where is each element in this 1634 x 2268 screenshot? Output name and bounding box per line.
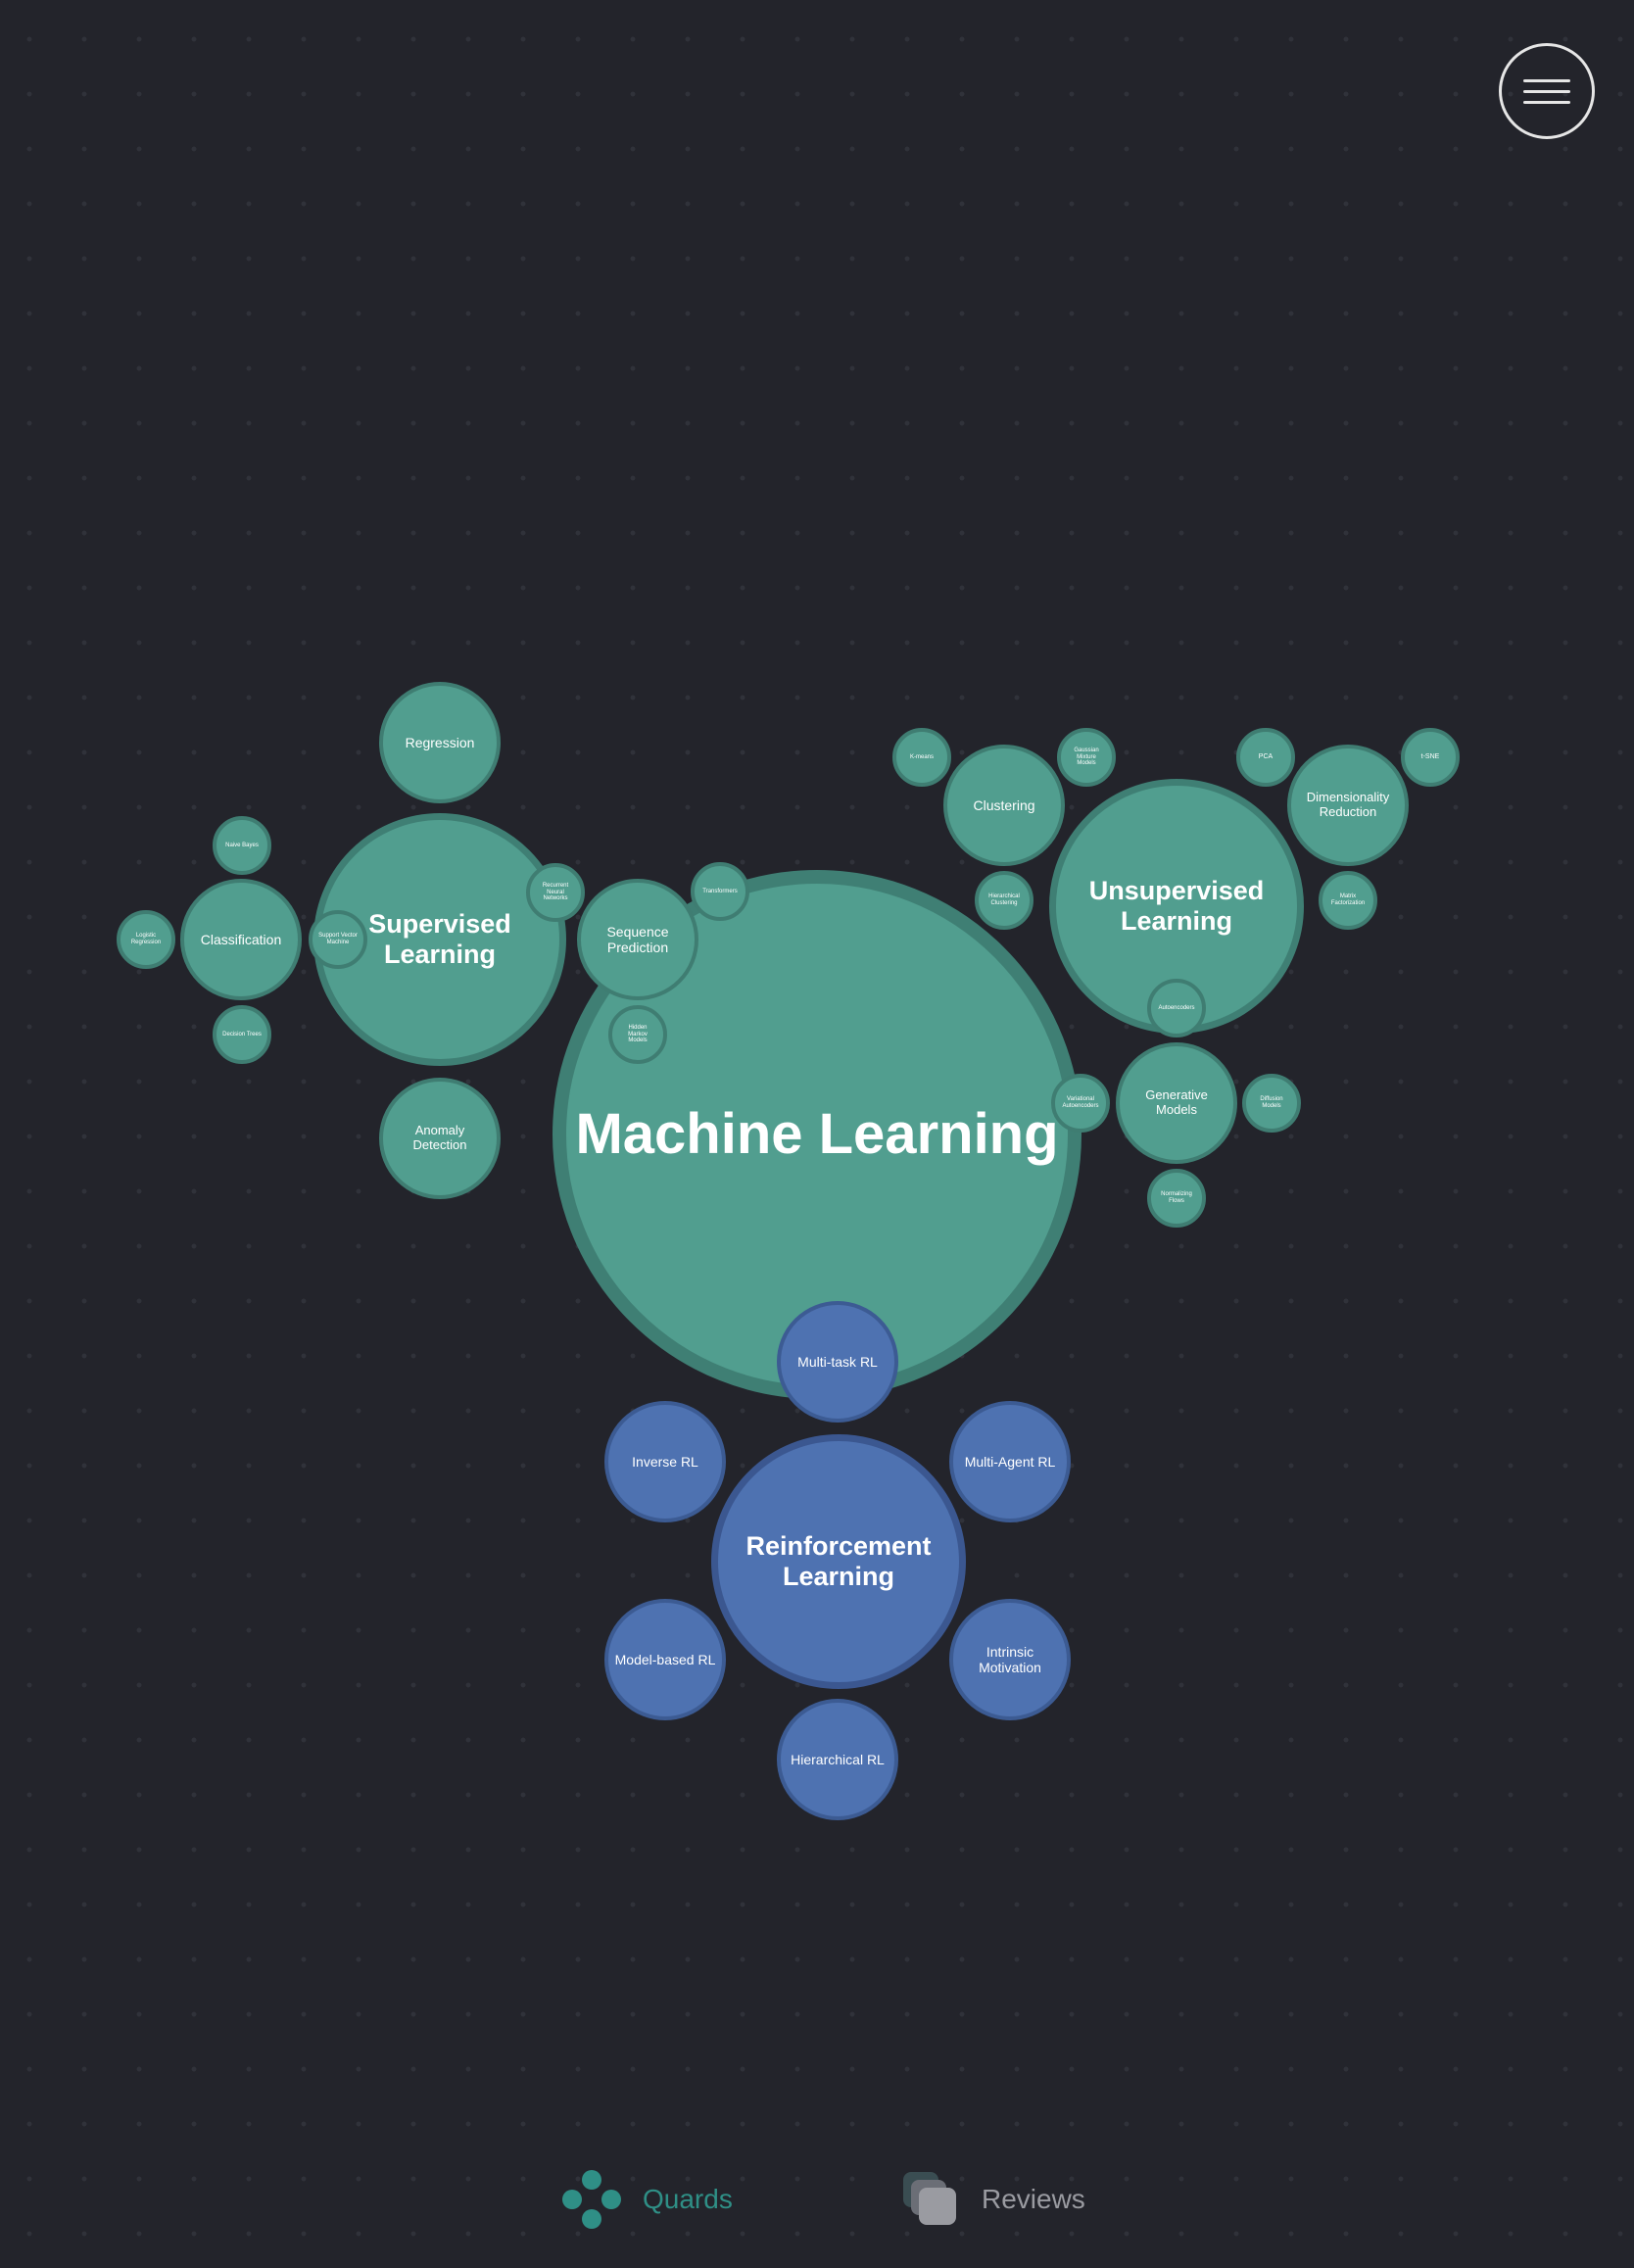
tab-quards[interactable]: Quards (560, 2168, 733, 2231)
node-gaussian-mixture-models[interactable]: Gaussian Mixture Models (1057, 728, 1116, 787)
node-dimensionality-reduction[interactable]: Dimensionality Reduction (1287, 745, 1409, 866)
node-classification[interactable]: Classification (180, 879, 302, 1000)
stacked-cards-icon (903, 2172, 956, 2225)
node-pca[interactable]: PCA (1236, 728, 1295, 787)
node-multi-task-rl[interactable]: Multi-task RL (777, 1301, 898, 1423)
node-clustering[interactable]: Clustering (943, 745, 1065, 866)
node-logistic-regression[interactable]: Logistic Regression (117, 910, 175, 969)
menu-bar (1523, 100, 1570, 104)
menu-bar (1523, 89, 1570, 93)
node-label: Machine Learning (575, 1101, 1059, 1166)
node-recurrent-neural-networks[interactable]: Recurrent Neural Networks (526, 863, 585, 922)
bottom-tab-bar: Quards Reviews (0, 2160, 1634, 2239)
node-k-means[interactable]: K-means (892, 728, 951, 787)
node-autoencoders[interactable]: Autoencoders (1147, 979, 1206, 1037)
node-inverse-rl[interactable]: Inverse RL (604, 1401, 726, 1522)
node-hierarchical-clustering[interactable]: Hierarchical Clustering (975, 871, 1033, 930)
node-reinforcement-learning[interactable]: Reinforcement Learning (711, 1434, 966, 1689)
menu-bar (1523, 78, 1570, 82)
node-variational-autoencoders[interactable]: Variational Autoencoders (1051, 1074, 1110, 1133)
node-multi-agent-rl[interactable]: Multi-Agent RL (949, 1401, 1071, 1522)
node-hidden-markov-models[interactable]: Hidden Markov Models (608, 1005, 667, 1064)
tab-label: Reviews (982, 2184, 1085, 2214)
node-anomaly-detection[interactable]: Anomaly Detection (379, 1078, 501, 1199)
node-t-sne[interactable]: t-SNE (1401, 728, 1460, 787)
node-sequence-prediction[interactable]: Sequence Prediction (577, 879, 698, 1000)
node-model-based-rl[interactable]: Model-based RL (604, 1599, 726, 1720)
node-regression[interactable]: Regression (379, 682, 501, 803)
hamburger-menu-icon[interactable] (1499, 43, 1595, 139)
node-generative-models[interactable]: Generative Models (1116, 1042, 1237, 1164)
node-matrix-factorization[interactable]: Matrix Factorization (1319, 871, 1377, 930)
node-decision-trees[interactable]: Decision Trees (213, 1005, 271, 1064)
node-label: Supervised Learning (368, 908, 511, 969)
node-diffusion-models[interactable]: Diffusion Models (1242, 1074, 1301, 1133)
node-transformers[interactable]: Transformers (691, 862, 749, 921)
node-normalizing-flows[interactable]: Normalizing Flows (1147, 1169, 1206, 1228)
node-hierarchical-rl[interactable]: Hierarchical RL (777, 1699, 898, 1820)
tab-label: Quards (643, 2184, 733, 2214)
tab-reviews[interactable]: Reviews (899, 2168, 1085, 2231)
node-intrinsic-motivation[interactable]: Intrinsic Motivation (949, 1599, 1071, 1720)
node-naive-bayes[interactable]: Naive Bayes (213, 816, 271, 875)
node-support-vector-machine[interactable]: Support Vector Machine (309, 910, 367, 969)
quards-dots-icon (562, 2170, 621, 2229)
